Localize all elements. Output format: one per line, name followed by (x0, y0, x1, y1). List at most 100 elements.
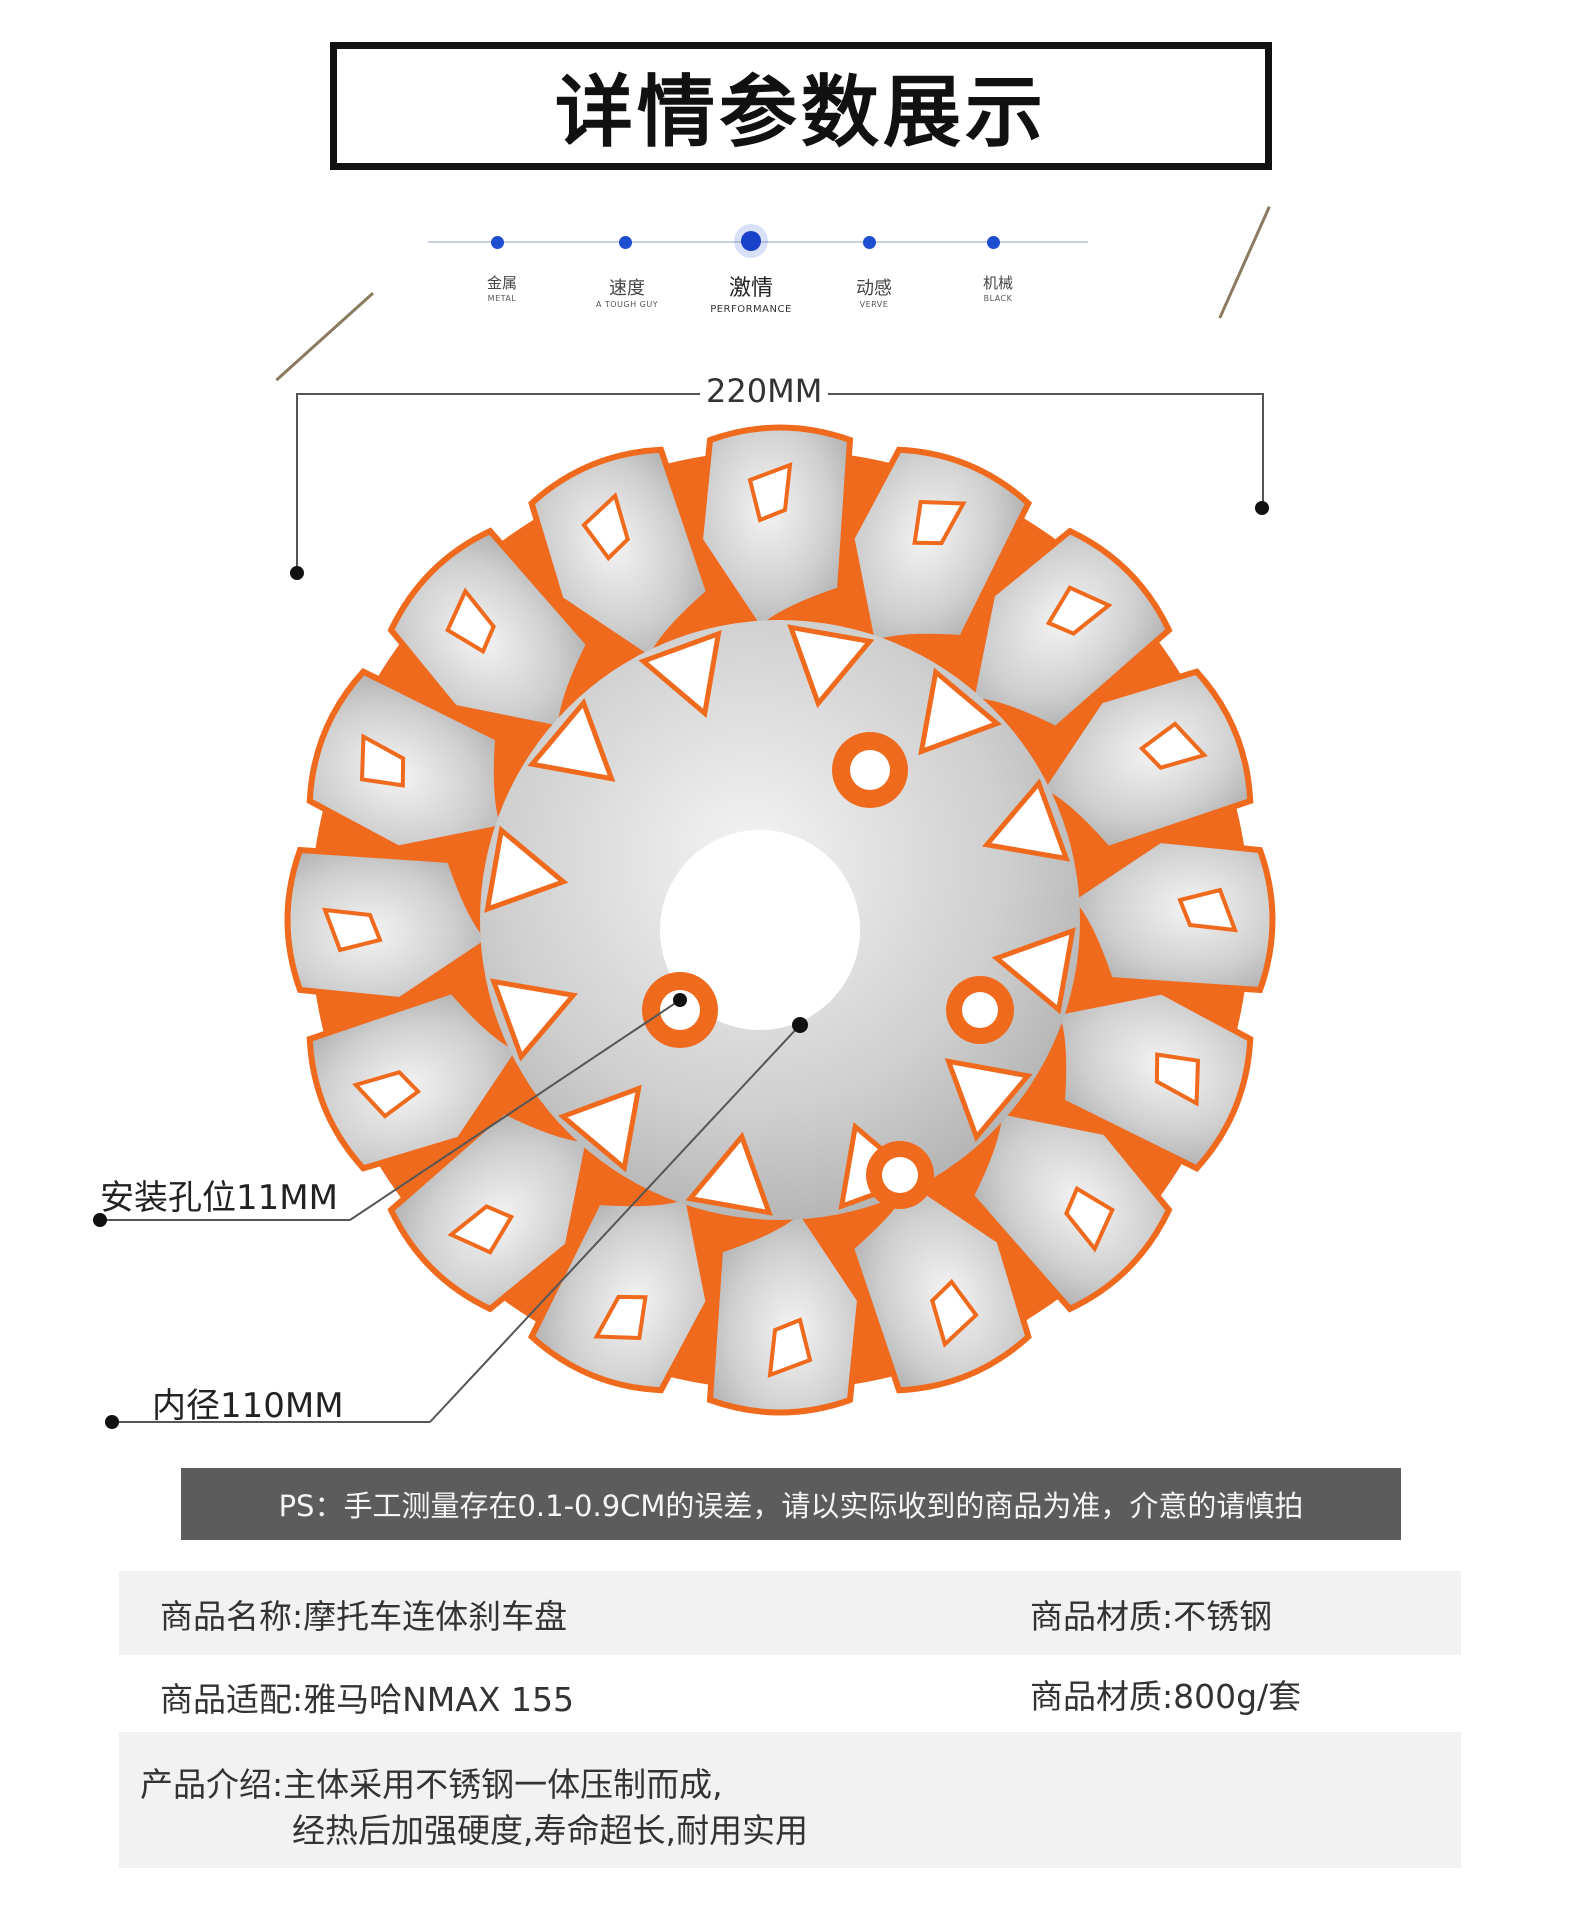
spec-fit: 商品适配:雅马哈NMAX 155 (160, 1673, 574, 1721)
slot-triangle (918, 667, 1002, 756)
disc-slot (991, 927, 1076, 1015)
slot-triangle (787, 624, 875, 709)
slot-triangle (944, 1058, 1033, 1142)
disc-petal (696, 424, 854, 635)
disc-petal (306, 667, 509, 852)
slot-triangle (489, 978, 579, 1062)
hole-callout-diagonal (349, 999, 681, 1221)
nav-sub-passion: PERFORMANCE (710, 304, 792, 315)
disc-slot (787, 624, 875, 709)
dim-dot-right (1255, 501, 1269, 515)
disc-slot (685, 1131, 773, 1216)
nav-sub-speed: A TOUGH GUY (595, 300, 659, 309)
petal-vent (1154, 1052, 1201, 1107)
disc-petal (847, 1175, 1032, 1394)
mounting-hole (642, 972, 718, 1048)
hole-target-dot (673, 993, 687, 1007)
nav-sub-verve: VERVE (859, 300, 889, 309)
spec-weight: 商品材质:800g/套 (1030, 1670, 1301, 1718)
inner-target-dot (792, 1017, 808, 1033)
spec-name-key: 商品名称: (160, 1597, 304, 1636)
spec-intro: 产品介绍:主体采用不锈钢一体压制而成, (140, 1758, 723, 1806)
spec-material-value: 不锈钢 (1173, 1597, 1273, 1636)
petal-vent (1138, 721, 1208, 770)
inner-diameter-label: 内径110MM (152, 1386, 344, 1426)
petal-vent (593, 1294, 648, 1341)
mounting-hole (866, 1141, 934, 1209)
disc-petal (528, 446, 713, 665)
petal-vent (445, 587, 496, 655)
ps-note-bar: PS：手工测量存在0.1-0.9CM的误差，请以实际收到的商品为准，介意的请慎拍 (181, 1468, 1401, 1540)
spec-intro-line1: 主体采用不锈钢一体压制而成, (283, 1765, 723, 1804)
nav-label-verve[interactable]: 动感 (856, 278, 892, 299)
petal-vent (1045, 585, 1113, 636)
title-box: 详情参数展示 (330, 42, 1272, 170)
disc-center (642, 732, 1014, 1209)
nav-dot-metal[interactable] (491, 236, 504, 249)
disc-petal (967, 527, 1173, 733)
petal-vent (359, 733, 406, 788)
petal-vent (912, 499, 967, 546)
brake-disc-image (284, 424, 1276, 1416)
slot-triangle (484, 825, 569, 913)
slot-triangle (991, 927, 1076, 1015)
disc-slot (638, 629, 722, 719)
petal-vent (747, 461, 793, 523)
spec-intro-key: 产品介绍: (140, 1765, 284, 1804)
spec-fit-value: 雅马哈NMAX 155 (303, 1680, 574, 1719)
nav-dot-mechanic[interactable] (987, 236, 1000, 249)
slot-triangle (527, 698, 616, 782)
spec-row-1 (119, 1571, 1461, 1655)
spec-name: 商品名称:摩托车连体刹车盘 (160, 1590, 567, 1638)
dim-dot-left (290, 566, 304, 580)
spec-name-value: 摩托车连体刹车盘 (303, 1597, 568, 1636)
petal-vent (321, 907, 383, 953)
disc-slot (558, 1084, 642, 1173)
inner-callout-dot (105, 1415, 119, 1429)
nav-label-metal[interactable]: 金属 (486, 274, 517, 292)
spec-weight-value: 800g/套 (1173, 1677, 1302, 1716)
slot-triangle (638, 629, 722, 719)
ps-note-text: PS：手工测量存在0.1-0.9CM的误差，请以实际收到的商品为准，介意的请慎拍 (278, 1489, 1304, 1523)
slot-triangle (685, 1131, 773, 1216)
petal-vent (1177, 887, 1239, 933)
disc-slot (918, 667, 1002, 756)
nav-dot-passion[interactable] (741, 231, 761, 251)
inner-callout-diagonal (429, 1024, 801, 1423)
mounting-hole (832, 732, 908, 808)
slot-triangle (981, 778, 1071, 862)
disc-slot (489, 978, 579, 1062)
disc-slot (981, 778, 1071, 862)
outer-diameter-label: 220MM (700, 372, 829, 410)
nav-label-mechanic[interactable]: 机械 (982, 274, 1013, 292)
petal-vent (447, 1204, 515, 1255)
nav-sub-metal: METAL (487, 294, 517, 303)
mounting-hole (946, 976, 1014, 1044)
spec-fit-key: 商品适配: (160, 1680, 304, 1719)
dim-line-right (1262, 393, 1264, 508)
spec-row-3 (119, 1732, 1461, 1868)
spec-material: 商品材质:不锈钢 (1030, 1590, 1272, 1638)
nav-sub-mechanic: BLACK (983, 294, 1013, 303)
dim-line-left (296, 393, 298, 573)
petal-vent (1064, 1185, 1115, 1253)
nav-dot-speed[interactable] (619, 236, 632, 249)
disc-slot (484, 825, 569, 913)
petal-vent (352, 1070, 422, 1119)
spec-intro-line2: 经热后加强硬度,寿命超长,耐用实用 (292, 1811, 808, 1850)
nav-label-speed[interactable]: 速度 (609, 278, 645, 299)
disc-petal (1051, 988, 1254, 1173)
hole-callout-dot (93, 1213, 107, 1227)
petal-vent (930, 1278, 979, 1348)
nav-label-passion[interactable]: 激情 (728, 276, 773, 301)
spec-material-key: 商品材质: (1030, 1597, 1174, 1636)
petal-vent (581, 492, 630, 562)
page-title: 详情参数展示 (554, 68, 1047, 158)
disc-petal (706, 1205, 864, 1416)
nav-dot-verve[interactable] (863, 236, 876, 249)
mounting-hole-label: 安装孔位11MM (100, 1178, 338, 1218)
petal-vent (767, 1317, 813, 1379)
slot-triangle (558, 1084, 642, 1173)
disc-slot (527, 698, 616, 782)
